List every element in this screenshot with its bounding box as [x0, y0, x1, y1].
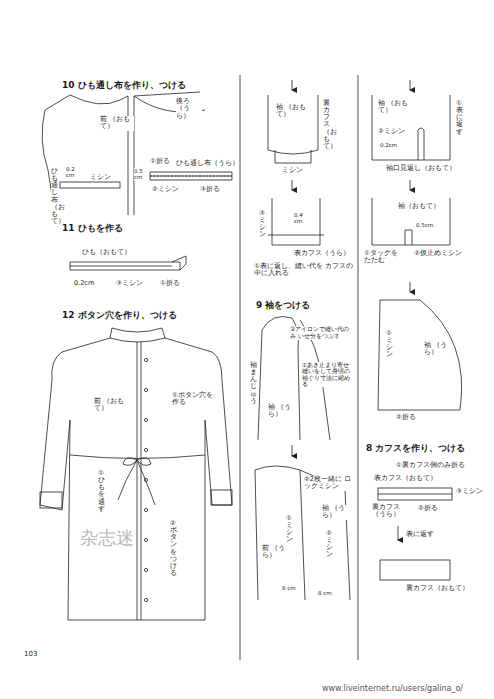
- callout-label: ②ミシン: [152, 186, 179, 193]
- callout-label: www.liveinternet.ru/users/galina_o/: [322, 684, 463, 693]
- callout-label: 裏カフス（おもて）: [323, 100, 330, 150]
- callout-label: ①タックを たたむ: [364, 250, 400, 265]
- callout-label: ②ミシン: [378, 128, 405, 135]
- callout-label: 表に返す: [406, 531, 434, 538]
- callout-label: 前 （おもて）: [100, 116, 134, 131]
- callout-label: ②折る: [418, 505, 438, 512]
- callout-label: ひも（おもて）: [82, 249, 131, 256]
- step-heading: 8 カフスを作り、つける: [366, 443, 465, 453]
- callout-label: ②仮止めミシン: [414, 250, 462, 257]
- callout-label: 8 cm: [318, 590, 332, 596]
- callout-label: 0.2cm: [74, 280, 94, 287]
- callout-label: ①表に返す: [456, 100, 463, 136]
- callout-label: ①ミシン: [386, 330, 393, 359]
- callout-label: 8 cm: [282, 585, 296, 591]
- callout-label: 袖まんじゅう: [250, 362, 257, 405]
- callout-label: ③ミシン: [259, 210, 266, 239]
- callout-label: 袖 （うら）: [322, 505, 348, 520]
- step-heading: 11 ひもを作る: [62, 223, 123, 233]
- callout-label: 裏カフス（おもて）: [406, 585, 469, 592]
- callout-label: 表カフス（うら）: [294, 250, 350, 257]
- callout-label: ①ミシン: [286, 515, 293, 544]
- callout-label: 0.2cm: [380, 142, 397, 148]
- callout-label: 0.4 cm: [294, 212, 310, 225]
- callout-label: 0.5 cm: [134, 168, 148, 181]
- step-heading: 12 ボタン穴を作り、つける: [62, 310, 177, 320]
- callout-label: 袖 （うら）: [268, 404, 294, 419]
- callout-label: ①折る: [160, 280, 180, 287]
- callout-label: ミシン: [90, 174, 111, 181]
- callout-label: 表カフス（おもて）: [374, 475, 437, 482]
- callout-label: ③ミシン: [116, 280, 143, 287]
- callout-label: ③折る: [200, 186, 220, 193]
- callout-label: 後ろ （うら）: [176, 98, 202, 120]
- callout-label: 袖口見返し（おもて）: [386, 165, 456, 172]
- callout-label: 0.5cm: [416, 222, 433, 228]
- callout-label: ①あき止まり寄せ縫いをして身頃の袖ぐり寸法に縮める: [302, 362, 352, 387]
- callout-label: ①折る: [150, 158, 170, 165]
- callout-label: ②ミシン: [326, 530, 333, 559]
- callout-label: ②折る: [396, 414, 416, 421]
- callout-label: 前 （おもて）: [94, 398, 128, 413]
- callout-label: ①表に返し、縫い代を カフスの中に入れる: [254, 263, 354, 278]
- callout-label: 裏カフス （うら）: [372, 504, 408, 519]
- callout-label: ③ミシン: [456, 488, 483, 495]
- callout-label: ①ボタン穴を 作る: [172, 392, 220, 407]
- callout-label: 103: [24, 650, 37, 658]
- callout-label: ミシン: [282, 167, 303, 174]
- callout-label: 杂志迷: [80, 528, 134, 549]
- step-heading: 10 ひも通し布を作り、つける: [62, 80, 186, 90]
- callout-label: ②ボタンをつける: [170, 520, 177, 577]
- callout-label: 前 （うら）: [262, 545, 288, 560]
- callout-label: ひも通し布（うら）: [176, 160, 239, 167]
- callout-label: ①ひもを通す: [98, 470, 105, 513]
- callout-label: 袖（おもて）: [398, 203, 440, 210]
- callout-label: 袖 （うら）: [424, 342, 450, 357]
- callout-label: 袖 （おもて）: [378, 100, 412, 115]
- callout-label: 袖 （おもて）: [276, 104, 310, 119]
- callout-label: ①裏カフス側のみ折る: [396, 462, 465, 469]
- callout-label: ひも通し布（おもて）: [51, 168, 58, 225]
- step-heading: 9 袖をつける: [256, 300, 310, 310]
- callout-label: ②2枚一緒に ロックミシン: [304, 476, 354, 491]
- callout-label: 0.2 cm: [66, 166, 82, 179]
- callout-label: ②アイロンで縫い代のみ いせ分をつぶす: [290, 326, 354, 340]
